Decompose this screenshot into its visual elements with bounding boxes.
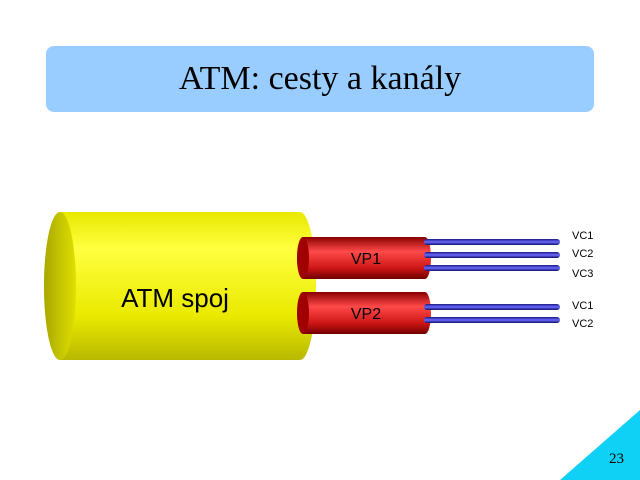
vp1-vc2-line [424, 252, 560, 258]
slide-title: ATM: cesty a kanály [178, 60, 462, 97]
vp2-channels [424, 304, 560, 323]
vp1-vc3-line [424, 265, 560, 271]
vp1-vc2-label: VC2 [572, 248, 593, 260]
vp1-channels [424, 239, 560, 271]
vp2-vc2-line [424, 317, 560, 323]
vp1-label: VP1 [351, 251, 381, 268]
vp2-label: VP2 [351, 306, 381, 323]
atm-link-end-cap [44, 212, 76, 360]
atm-link-label: ATM spoj [121, 283, 229, 313]
vp1-vc1-label: VC1 [572, 230, 593, 242]
vp2-cylinder: VP2 [297, 292, 431, 334]
corner-triangle [560, 410, 640, 480]
vp2-end-cap [297, 292, 309, 334]
vp1-vc3-label: VC3 [572, 268, 593, 280]
atm-link-cylinder: ATM spoj [44, 212, 316, 360]
vp1-end-cap [297, 237, 309, 279]
title-banner: ATM: cesty a kanály [46, 46, 594, 112]
vp2-vc2-label: VC2 [572, 318, 593, 330]
vp2-vc1-label: VC1 [572, 300, 593, 312]
vp1-cylinder: VP1 [297, 237, 431, 279]
vp2-vc1-line [424, 304, 560, 310]
vp1-vc1-line [424, 239, 560, 245]
page-number: 23 [609, 451, 624, 467]
